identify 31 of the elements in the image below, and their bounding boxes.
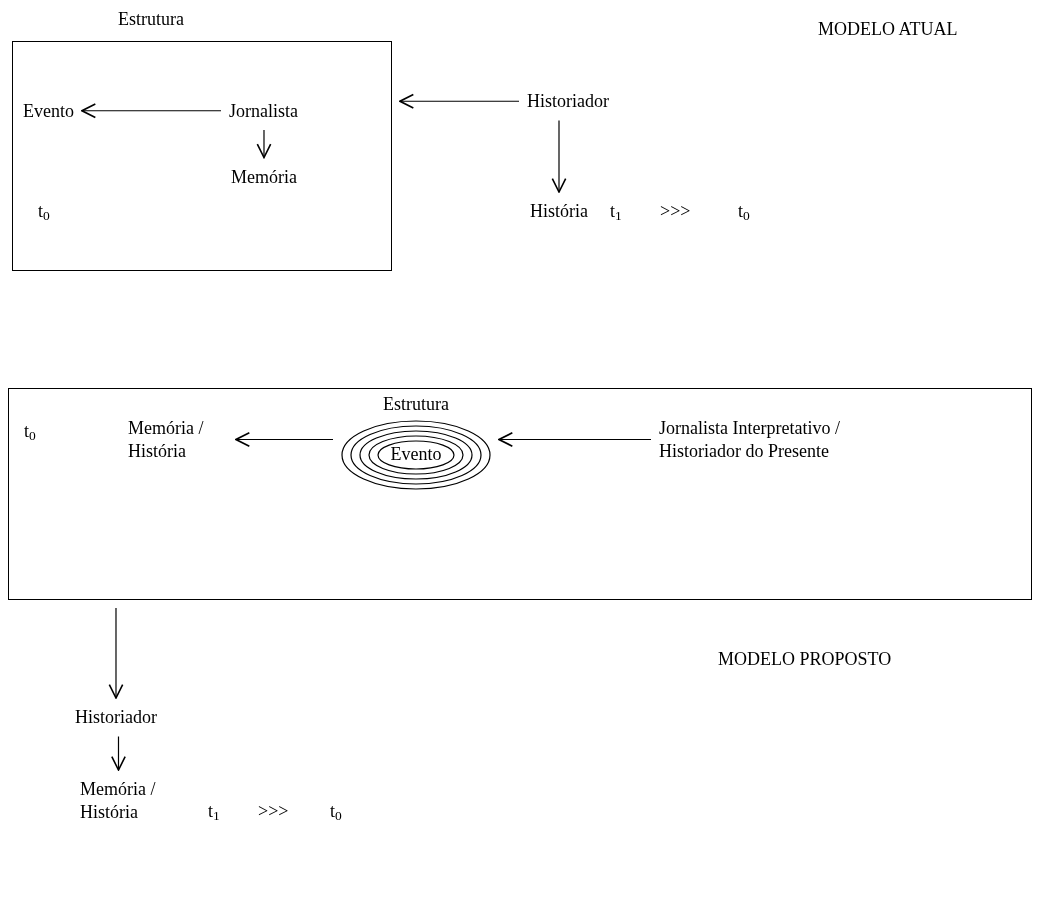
ellipse-heading: Estrutura xyxy=(383,393,449,416)
node-label: Memória xyxy=(231,165,297,188)
text-label: MODELO PROPOSTO xyxy=(718,648,892,671)
ellipse-label: Evento xyxy=(390,443,442,466)
text-label: >>> xyxy=(258,800,289,823)
arrow xyxy=(111,735,126,771)
arrow xyxy=(235,432,334,447)
text-label: t$_{0}$ xyxy=(38,200,50,223)
text-label: >>> xyxy=(660,200,691,223)
text-label: MODELO ATUAL xyxy=(818,18,958,41)
node-label: Memória / História xyxy=(80,778,157,823)
text-label: t$_{0}$ xyxy=(330,800,342,823)
box-heading: Estrutura xyxy=(118,8,184,31)
node-label: Evento xyxy=(23,99,74,122)
frame-box xyxy=(8,388,1032,600)
arrow xyxy=(498,432,652,447)
arrow xyxy=(399,93,520,109)
text-label: t$_{0}$ xyxy=(24,420,36,443)
node-label: Jornalista Interpretativo / Historiador do Presente xyxy=(659,417,841,462)
node-label: Historiador xyxy=(527,90,609,113)
node-label: Historiador xyxy=(75,706,157,729)
node-label: Memória / História xyxy=(128,417,205,462)
text-label: t$_{1}$ xyxy=(208,800,220,823)
text-label: t$_{1}$ xyxy=(610,200,622,223)
node-label: Jornalista xyxy=(229,99,298,122)
node-label: História xyxy=(530,200,588,223)
arrow xyxy=(81,103,222,119)
arrow xyxy=(551,119,567,193)
arrow xyxy=(108,607,124,699)
arrow xyxy=(256,129,272,159)
text-label: t$_{0}$ xyxy=(738,200,750,223)
